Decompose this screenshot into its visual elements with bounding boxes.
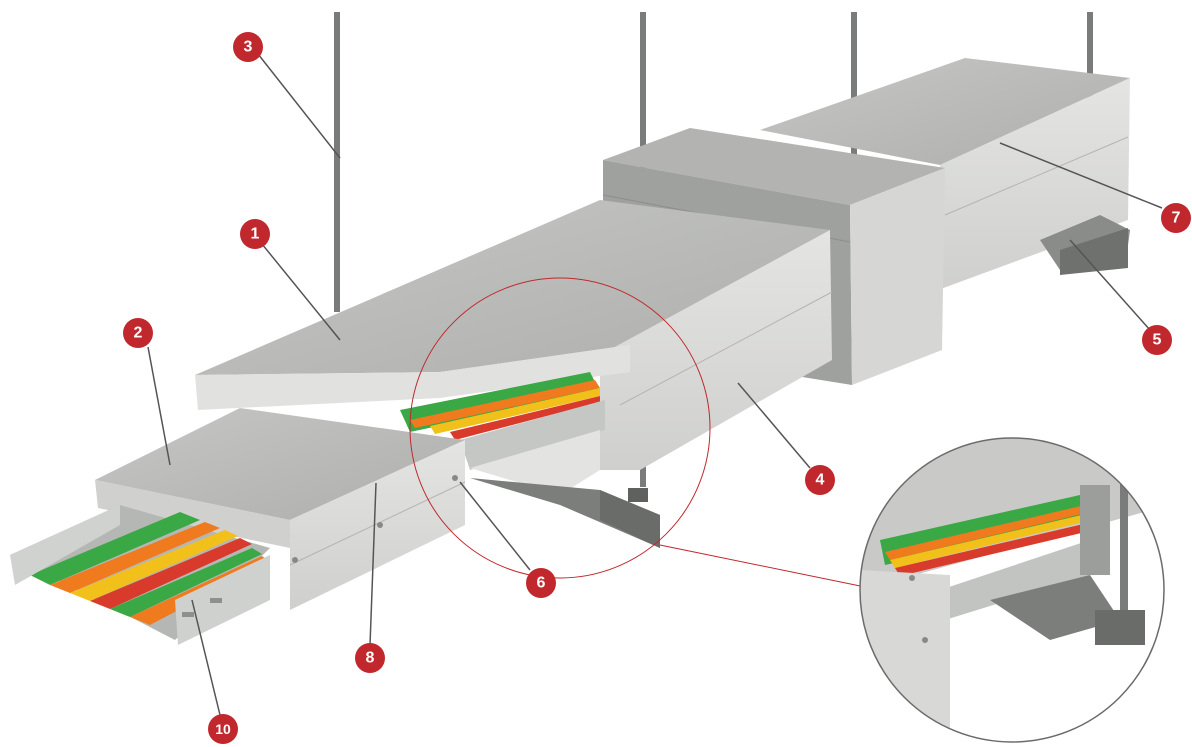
threaded-rod [851, 12, 857, 162]
collar-side [850, 168, 945, 385]
callout-3: 3 [233, 32, 263, 62]
support-bracket [470, 430, 660, 548]
rear-duct-top [760, 58, 1130, 165]
main-duct-side [600, 230, 832, 470]
callout-1: 1 [240, 219, 270, 249]
tray-side-rail [10, 505, 120, 585]
callouts: 1 2 3 4 5 6 7 8 [123, 32, 1191, 744]
callout-3-label: 3 [244, 39, 253, 56]
cable-bundle-middle [400, 372, 600, 440]
callout-4: 4 [805, 465, 835, 495]
callout-2-label: 2 [134, 325, 143, 342]
callout-4-label: 4 [816, 472, 825, 489]
callout-5: 5 [1142, 325, 1172, 355]
callout-7-label: 7 [1172, 210, 1181, 227]
callout-6-label: 6 [537, 575, 546, 592]
callout-8: 8 [355, 643, 385, 673]
threaded-rod [334, 12, 340, 312]
callout-10: 10 [208, 714, 238, 744]
callout-2: 2 [123, 318, 153, 348]
main-duct-front-edge [195, 345, 630, 410]
cable-tray-front [10, 505, 270, 645]
front-duct-front [95, 480, 290, 548]
collar-top [603, 128, 945, 205]
callout-1-label: 1 [251, 226, 260, 243]
cable-tray-middle [460, 400, 605, 470]
leader-lines [147, 53, 1163, 716]
rear-duct-section [760, 58, 1130, 290]
tray-front-rail [175, 555, 270, 645]
callout-8-label: 8 [366, 650, 375, 667]
callout-10-label: 10 [215, 721, 231, 737]
front-duct-section [95, 408, 466, 610]
callout-7: 7 [1161, 203, 1191, 233]
rear-duct-side [938, 78, 1130, 290]
front-duct-top [95, 408, 465, 520]
zoom-detail [409, 277, 1165, 743]
zoom-source-circle [409, 277, 711, 579]
main-duct-top [195, 200, 830, 375]
zoom-leader-line [659, 544, 871, 589]
callout-6: 6 [526, 568, 556, 598]
main-duct [195, 200, 833, 470]
zoom-circle-outline [859, 437, 1165, 743]
callout-5-label: 5 [1153, 332, 1162, 349]
